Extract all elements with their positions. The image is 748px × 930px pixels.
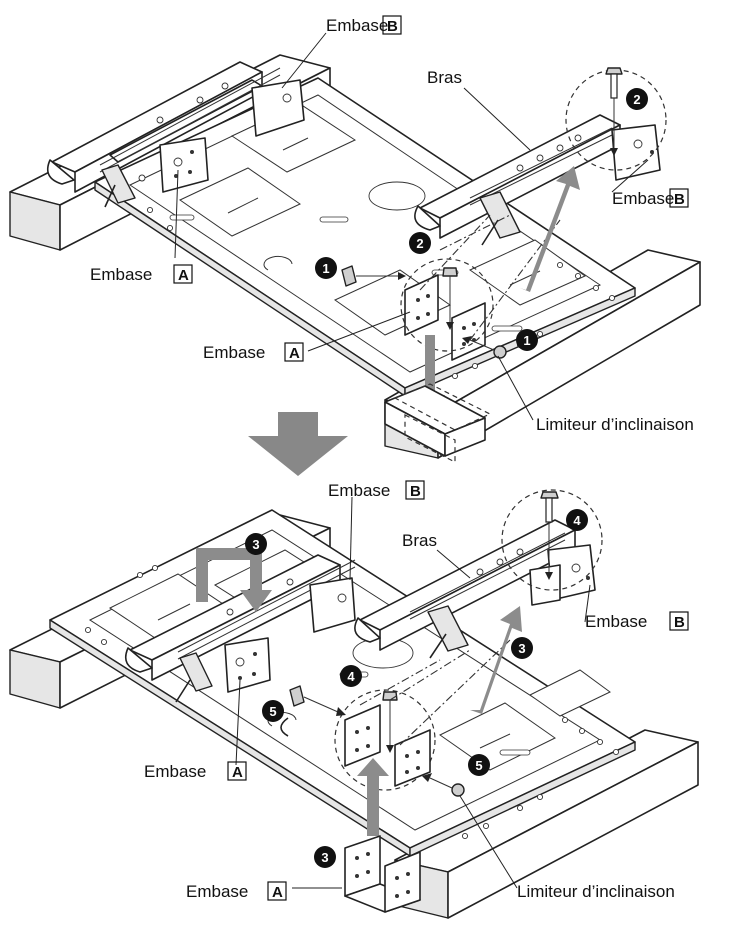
step-badge-5: 5 (468, 754, 490, 776)
bottom-illustration (9, 489, 699, 919)
label-bot-embase-b: Embase (328, 481, 390, 500)
step-transition-arrow (248, 412, 348, 476)
step-badge-1: 1 (315, 257, 337, 279)
step-badge-5: 5 (262, 700, 284, 722)
svg-text:4: 4 (573, 513, 581, 528)
boxed-letter-a: A (289, 345, 300, 362)
bottom-screw-b (501, 489, 603, 591)
step-badge-1: 1 (516, 329, 538, 351)
bottom-grey-arrows (357, 606, 522, 836)
step-badge-2: 2 (409, 232, 431, 254)
leader-lines (174, 32, 649, 889)
label-bot-embase-b-right: Embase (585, 612, 647, 631)
bottom-center-brackets (280, 639, 511, 797)
callout-labels: Embase B Bras Embase B Embase A Embase A… (90, 15, 694, 901)
label-bot-embase-a-bottom: Embase (186, 882, 248, 901)
top-embase-a-brackets (341, 214, 561, 361)
svg-text:1: 1 (523, 333, 530, 348)
boxed-letter-a: A (232, 764, 243, 781)
label-bot-embase-a-left: Embase (144, 762, 206, 781)
svg-text:3: 3 (252, 537, 259, 552)
label-top-embase-b: Embase (326, 16, 388, 35)
svg-text:5: 5 (475, 758, 482, 773)
bottom-left-arm (124, 554, 356, 703)
step-badges: 1 1 2 2 3 3 3 4 4 5 5 (245, 88, 648, 868)
top-illustration (9, 54, 701, 463)
label-bot-limiteur: Limiteur d’inclinaison (517, 882, 675, 901)
step-badge-2: 2 (626, 88, 648, 110)
boxed-letter-b: B (674, 614, 685, 631)
label-bot-bras: Bras (402, 531, 437, 550)
boxed-letter-b: B (674, 191, 685, 208)
step-badge-4: 4 (566, 509, 588, 531)
boxed-letter-a: A (178, 267, 189, 284)
boxed-letter-b: B (387, 18, 398, 35)
label-top-limiteur: Limiteur d’inclinaison (536, 415, 694, 434)
step-badge-3: 3 (245, 533, 267, 555)
top-screw-b (565, 67, 667, 171)
boxed-letter-a: A (272, 884, 283, 901)
bottom-flip-arrow (196, 548, 272, 612)
bottom-u-bracket (344, 835, 421, 913)
svg-text:3: 3 (321, 850, 328, 865)
svg-text:3: 3 (518, 641, 525, 656)
label-top-embase-a-center: Embase (203, 343, 265, 362)
label-top-embase-b-right: Embase (612, 189, 674, 208)
top-left-arm (46, 61, 305, 208)
label-top-embase-a-left: Embase (90, 265, 152, 284)
label-top-bras: Bras (427, 68, 462, 87)
svg-text:1: 1 (322, 261, 329, 276)
svg-text:2: 2 (416, 236, 423, 251)
svg-text:2: 2 (633, 92, 640, 107)
bottom-right-arm (354, 519, 596, 659)
step-badge-4: 4 (340, 665, 362, 687)
step-badge-3: 3 (314, 846, 336, 868)
step-badge-3: 3 (511, 637, 533, 659)
svg-text:4: 4 (347, 669, 355, 684)
svg-text:5: 5 (269, 704, 276, 719)
boxed-letter-b: B (410, 483, 421, 500)
top-grey-arrows (415, 166, 580, 412)
top-limiter-box (384, 383, 492, 463)
